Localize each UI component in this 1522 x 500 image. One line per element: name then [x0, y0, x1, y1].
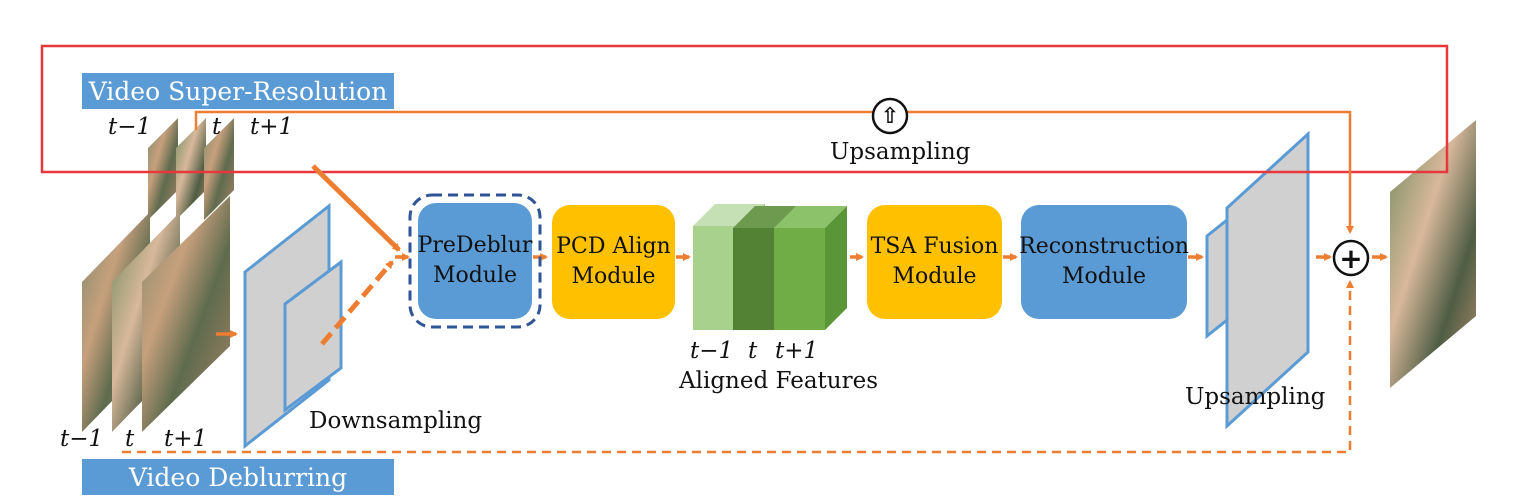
upsampling-feature-maps: [1205, 130, 1310, 430]
predeblur-dashed-outline: [408, 193, 542, 329]
upsampling-top-label: Upsampling: [830, 139, 971, 165]
sr-label-t: t: [212, 114, 222, 140]
pcd-align-module: PCD Align Module: [552, 205, 675, 319]
reconstruction-module-line2: Module: [1061, 264, 1147, 289]
aligned-features-label: Aligned Features: [679, 368, 878, 394]
sr-label-t-plus-1: t+1: [250, 114, 294, 140]
upsampling-bottom-label: Upsampling: [1185, 384, 1326, 410]
sr-frame-t: [176, 118, 206, 220]
reconstruction-module: Reconstruction Module: [1019, 205, 1189, 319]
aligned-feature-blocks: [693, 204, 847, 330]
add-op-circle: [1332, 239, 1370, 277]
tsa-fusion-module-line1: TSA Fusion: [870, 234, 999, 259]
sr-label-t-minus-1: t−1: [108, 114, 152, 140]
pcd-align-module-line1: PCD Align: [556, 234, 671, 259]
upsample-op-circle: [871, 97, 909, 135]
aligned-label-t-minus-1: t−1: [690, 338, 734, 364]
tsa-fusion-module-line2: Module: [892, 264, 977, 289]
deblur-label-t: t: [125, 426, 135, 452]
sr-frame-t-plus-1: [204, 118, 234, 220]
deblur-label-t-plus-1: t+1: [164, 426, 208, 452]
sr-input-frames: [148, 118, 234, 220]
pcd-align-module-line2: Module: [571, 264, 656, 289]
video-super-resolution-tag: Video Super-Resolution: [82, 73, 394, 109]
flow-arrows: [122, 110, 1388, 454]
predeblur-module-line2: Module: [432, 263, 518, 288]
reconstruction-module-line1: Reconstruction: [1019, 234, 1189, 259]
downsampling-feature-maps: [243, 202, 343, 450]
aligned-label-t: t: [748, 338, 758, 364]
sr-frame-t-minus-1: [148, 118, 178, 220]
predeblur-module-line1: PreDeblur: [417, 233, 533, 258]
video-deblurring-tag: Video Deblurring: [82, 459, 394, 495]
downsampling-label: Downsampling: [309, 408, 483, 434]
predeblur-module: PreDeblur Module: [418, 203, 532, 319]
deblur-label-t-minus-1: t−1: [60, 426, 104, 452]
aligned-label-t-plus-1: t+1: [775, 338, 819, 364]
super-resolution-highlight-box: [40, 44, 1449, 174]
tsa-fusion-module: TSA Fusion Module: [867, 205, 1002, 319]
deblur-input-frames: [82, 196, 230, 432]
add-plus-icon: +: [1339, 241, 1363, 275]
upsample-arrow-icon: ⇧: [880, 103, 900, 129]
output-frame: [1390, 120, 1476, 388]
deblur-frame-t-plus-1: [142, 196, 230, 432]
